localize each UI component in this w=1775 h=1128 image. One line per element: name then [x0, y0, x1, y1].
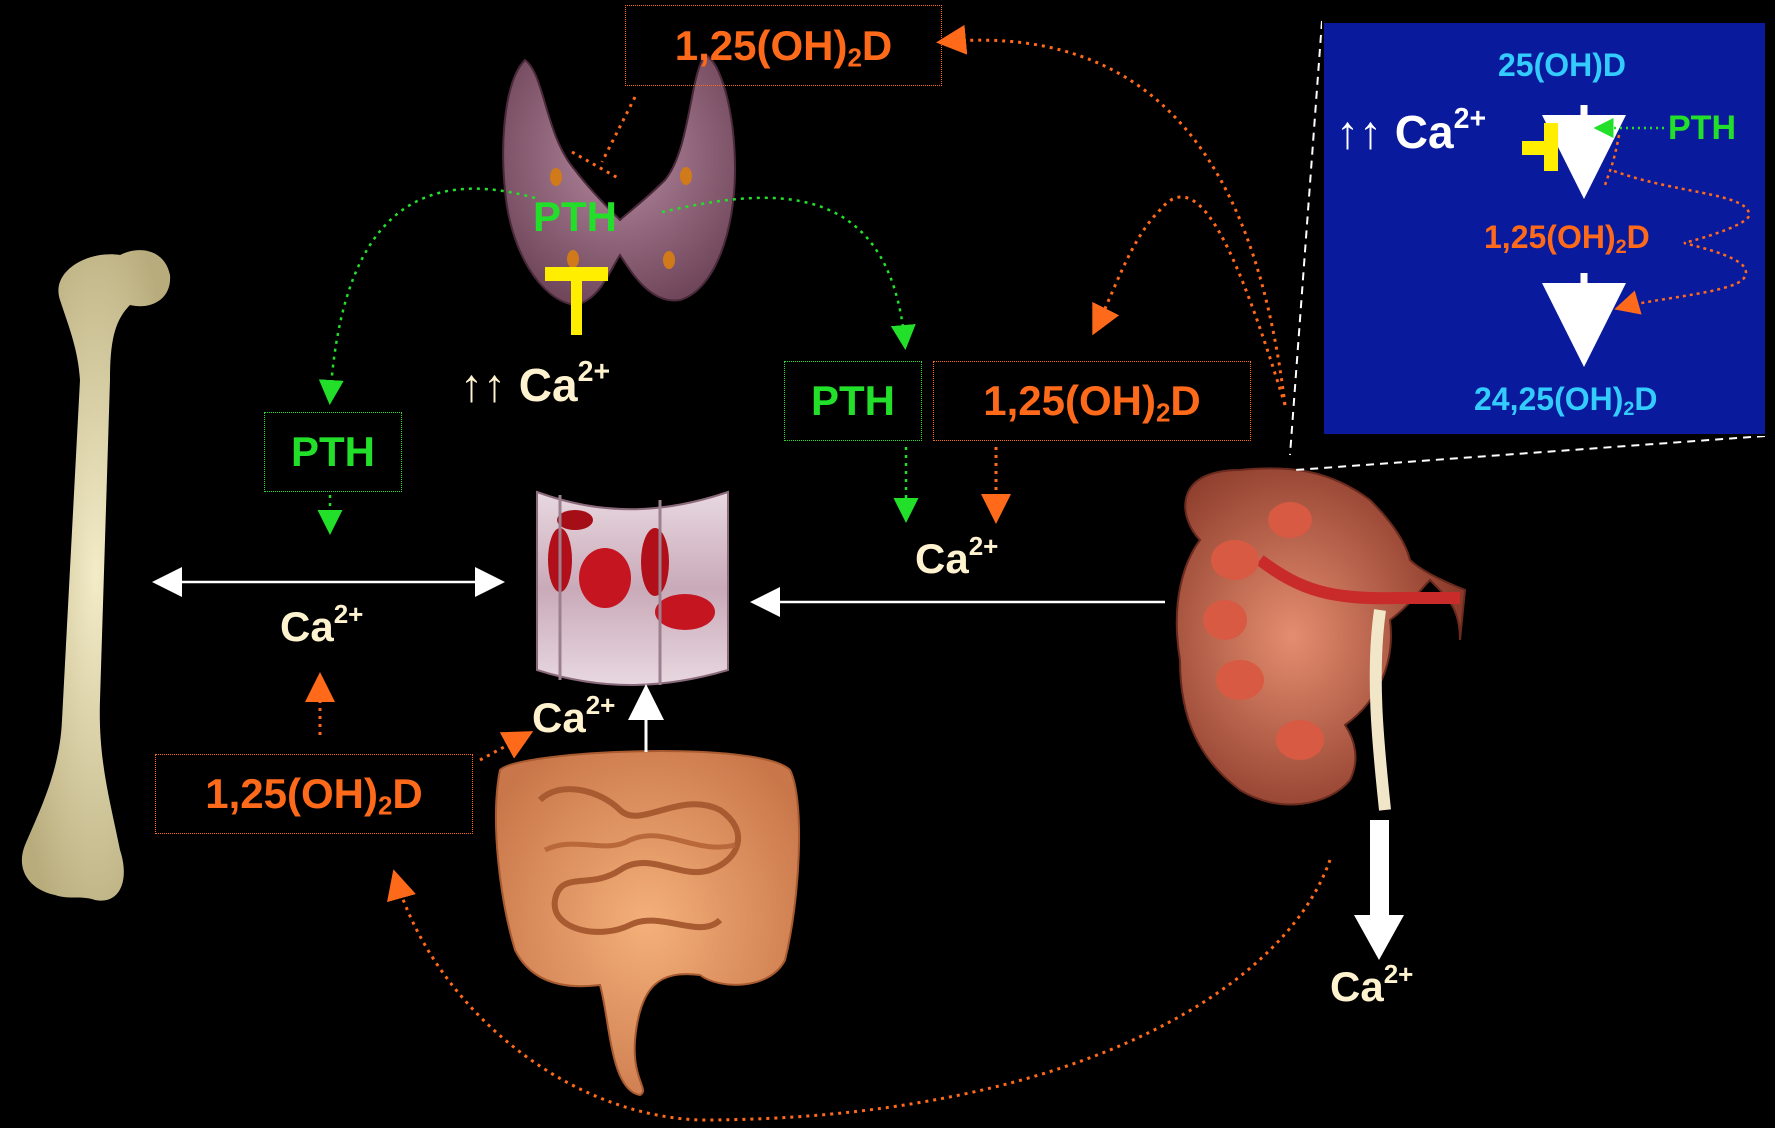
kidney-icon — [1177, 468, 1465, 810]
vitamin-d-text: 1,25(OH)2D — [675, 22, 893, 70]
inset-25ohd-label: 25(OH)D — [1498, 49, 1626, 81]
vitamin-d-box-kidney: 1,25(OH)2D — [933, 361, 1251, 441]
kidney-metabolism-inset: 25(OH)D ↑↑ Ca2+ PTH 1,25(OH)2D 24,25(OH)… — [1322, 21, 1767, 436]
blood-vessel-icon — [537, 492, 728, 685]
pth-box-bone: PTH — [264, 412, 402, 492]
calcium-label-intestine: Ca2+ — [532, 697, 615, 739]
inhibition-bar-cap — [545, 267, 608, 281]
high-calcium-label: ↑↑ Ca2+ — [460, 362, 610, 408]
inset-pth-label: PTH — [1668, 111, 1736, 145]
vitamin-d-box-intestine: 1,25(OH)2D — [155, 754, 473, 834]
calcium-label-bone: Ca2+ — [280, 606, 363, 648]
vitamin-d-box-top: 1,25(OH)2D — [625, 5, 942, 86]
inset-high-calcium-label: ↑↑ Ca2+ — [1336, 109, 1486, 155]
parathyroid-gland-icon — [503, 55, 735, 305]
pth-box-kidney: PTH — [784, 361, 922, 441]
calcium-label-excretion: Ca2+ — [1330, 966, 1413, 1008]
inset-2425ohd-label: 24,25(OH)2D — [1474, 383, 1658, 415]
inset-vitamin-d-label: 1,25(OH)2D — [1484, 221, 1650, 253]
femur-bone-icon — [22, 250, 170, 900]
pth-gland-label: PTH — [533, 196, 617, 238]
intestine-icon — [496, 751, 799, 1095]
calcium-label-kidney: Ca2+ — [915, 538, 998, 580]
